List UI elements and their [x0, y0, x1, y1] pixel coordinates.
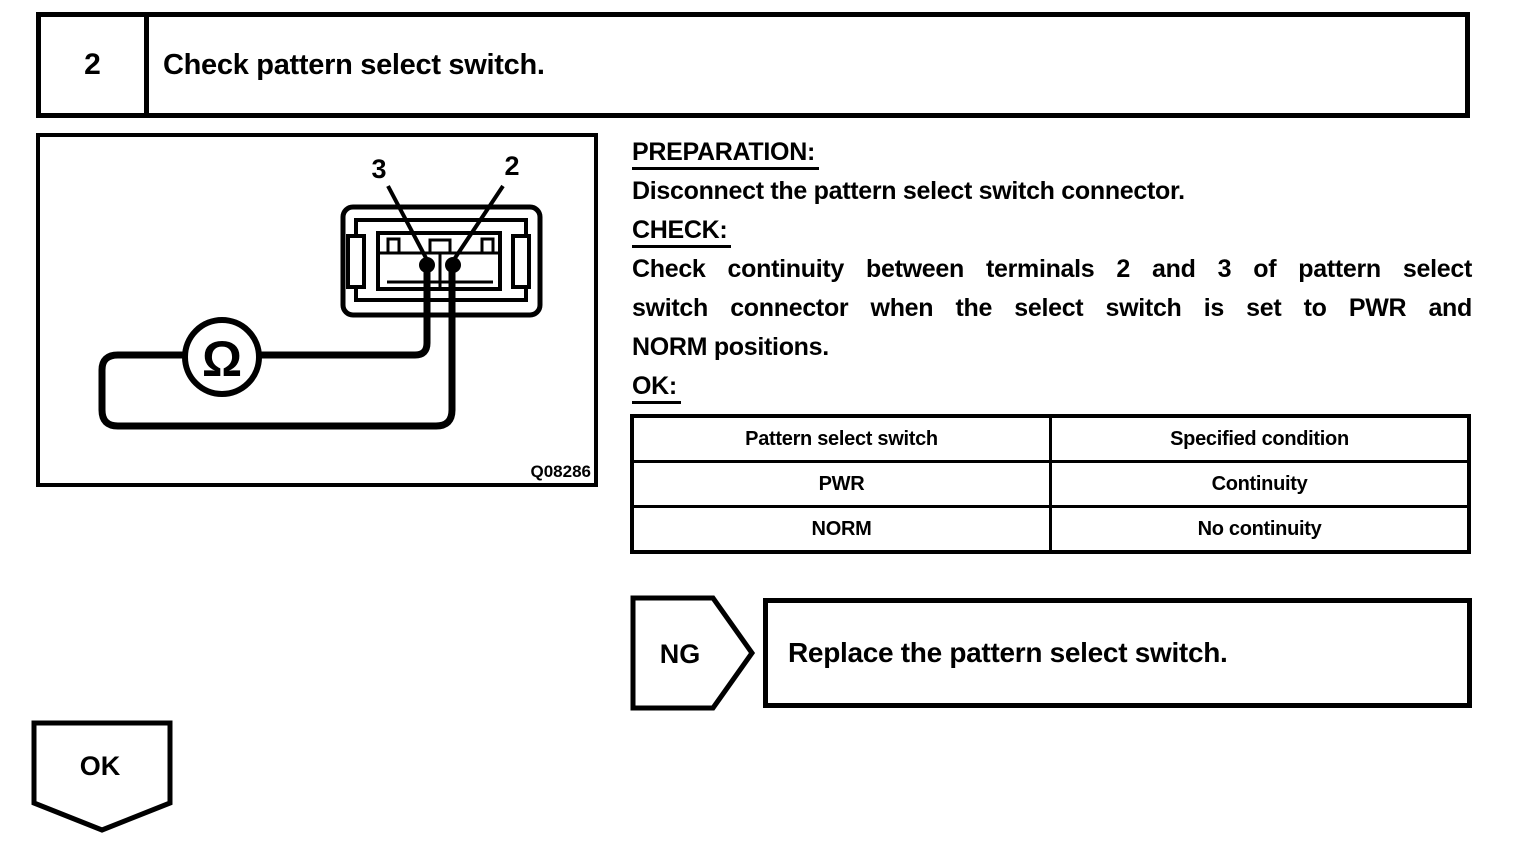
switch-position-cell: NORM: [630, 505, 1052, 554]
preparation-text: Disconnect the pattern select switch con…: [632, 177, 1185, 205]
test-lead-wire-terminal-3: [259, 262, 431, 359]
col-header-specified-condition: Specified condition: [1049, 414, 1471, 463]
connector-right-tab: [511, 234, 531, 289]
test-lead-wire-terminal-2: [98, 262, 456, 430]
continuity-table: Pattern select switch Specified conditio…: [630, 414, 1471, 554]
instructions-block: PREPARATION: Disconnect the pattern sele…: [632, 133, 1472, 406]
preparation-heading: PREPARATION:: [632, 133, 1472, 172]
check-text-line: Check continuity between terminals 2 and…: [632, 255, 1472, 283]
ohmmeter-icon: [182, 317, 262, 397]
ok-arrow-icon: OK: [31, 720, 173, 833]
ok-label: OK: [80, 751, 121, 781]
terminal-slot: [386, 237, 401, 255]
ok-branch: OK: [30, 718, 176, 841]
ng-action-box: Replace the pattern select switch.: [763, 598, 1472, 708]
col-header-pattern-select-switch: Pattern select switch: [630, 414, 1052, 463]
ok-pentagon-shape: [31, 720, 173, 833]
condition-cell: No continuity: [1049, 505, 1471, 554]
table-row: NORM No continuity: [630, 505, 1471, 554]
connector-ohmmeter-diagram: 3 2 Ω Q08286: [98, 151, 592, 481]
ohm-symbol: Ω: [202, 331, 242, 387]
figure-box: 3 2 Ω Q08286: [36, 133, 598, 487]
ng-action-text: Replace the pattern select switch.: [788, 637, 1228, 668]
terminal-3-dot: [419, 257, 435, 273]
step-title: Check pattern select switch.: [163, 48, 545, 81]
step-header: 2 Check pattern select switch.: [36, 12, 1470, 118]
ng-arrow-icon: NG: [630, 595, 756, 711]
ng-branch: NG: [630, 595, 760, 718]
terminal-slot: [428, 238, 452, 255]
condition-cell: Continuity: [1049, 460, 1471, 508]
terminal-3-leader-line: [386, 185, 428, 259]
terminal-slot: [480, 237, 495, 255]
connector-left-tab: [346, 234, 366, 289]
ng-pentagon-shape: [630, 595, 756, 711]
check-heading: CHECK:: [632, 211, 1472, 250]
terminal-2-leader-line: [453, 184, 505, 260]
ng-label: NG: [660, 639, 701, 669]
figure-code: Q08286: [531, 462, 592, 481]
check-text-line: NORM positions.: [632, 333, 829, 361]
terminal-2-dot: [445, 257, 461, 273]
check-text-line: switch connector when the select switch …: [632, 294, 1472, 322]
terminal-2-label: 2: [504, 151, 519, 181]
switch-position-cell: PWR: [630, 460, 1052, 508]
table-header-row: Pattern select switch Specified conditio…: [630, 414, 1471, 463]
terminal-3-label: 3: [371, 154, 386, 184]
ok-heading: OK:: [632, 367, 1472, 406]
table-row: PWR Continuity: [630, 460, 1471, 508]
step-number: 2: [41, 17, 149, 113]
